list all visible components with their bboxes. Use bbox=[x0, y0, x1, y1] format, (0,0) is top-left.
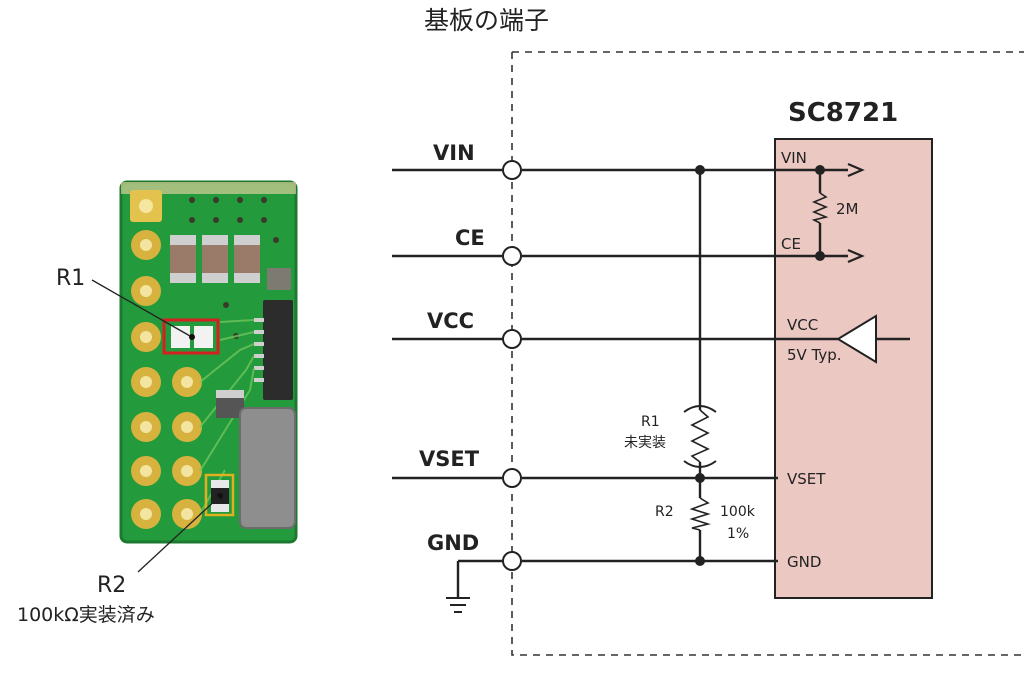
pad-column-left bbox=[130, 190, 162, 529]
terminal-label-ce: CE bbox=[455, 226, 485, 250]
arrow-vin bbox=[847, 162, 865, 178]
ic-package bbox=[254, 300, 293, 400]
pcb-photo: R1 R2 100kΩ実装済み bbox=[17, 180, 298, 626]
wires bbox=[392, 168, 910, 598]
terminal-vcc bbox=[502, 329, 522, 349]
terminal-gnd bbox=[502, 551, 522, 571]
r2-label: R2 bbox=[655, 504, 674, 520]
terminal-vin bbox=[502, 160, 522, 180]
pad-column-middle bbox=[172, 367, 202, 529]
r2-resistor bbox=[689, 497, 711, 531]
r2-tolerance: 1% bbox=[727, 526, 749, 542]
r1-note: 未実装 bbox=[624, 435, 666, 451]
resistor-2m-label: 2M bbox=[836, 200, 859, 218]
arrow-ce bbox=[847, 248, 865, 264]
r1-resistor bbox=[690, 409, 710, 463]
pin-label-vcc: VCC bbox=[787, 316, 818, 334]
traces bbox=[199, 319, 255, 515]
pin-label-vcc-note: 5V Typ. bbox=[787, 346, 842, 364]
r2-note: 100kΩ実装済み bbox=[17, 604, 155, 626]
terminal-label-vin: VIN bbox=[433, 141, 475, 165]
pin-label-vin: VIN bbox=[781, 149, 807, 167]
pin-label-vset: VSET bbox=[787, 470, 826, 488]
r1-label: R1 bbox=[641, 414, 660, 430]
terminal-ce bbox=[502, 246, 522, 266]
ground-icon bbox=[446, 597, 470, 613]
chip-name: SC8721 bbox=[788, 98, 898, 128]
r1-bracket-bottom bbox=[683, 460, 717, 468]
r1-bracket-top bbox=[683, 405, 717, 413]
junction-dots bbox=[695, 165, 825, 566]
capacitors bbox=[170, 235, 291, 290]
board-boundary bbox=[511, 51, 1024, 656]
r1-highlight bbox=[162, 318, 220, 355]
resistor-2m bbox=[811, 192, 829, 224]
r1-leader-line bbox=[91, 279, 191, 337]
terminal-circles bbox=[502, 160, 522, 571]
vcc-buffer-icon bbox=[836, 314, 877, 364]
terminal-label-vcc: VCC bbox=[427, 309, 474, 333]
r2-value: 100k bbox=[720, 504, 756, 520]
r2-callout: R2 bbox=[97, 573, 126, 598]
pin-label-gnd: GND bbox=[787, 553, 821, 571]
pcb-top-edge bbox=[121, 182, 296, 194]
r2-leader-line bbox=[137, 496, 220, 573]
terminal-vset bbox=[502, 468, 522, 488]
terminal-label-gnd: GND bbox=[427, 531, 479, 555]
board-label: 基板の端子 bbox=[424, 6, 549, 35]
r1-callout: R1 bbox=[56, 266, 85, 291]
pin-label-ce: CE bbox=[781, 235, 801, 253]
inductor bbox=[240, 408, 295, 528]
chip-body bbox=[774, 138, 933, 599]
r2-highlight bbox=[204, 473, 235, 517]
vias bbox=[189, 197, 279, 339]
terminal-label-vset: VSET bbox=[419, 447, 480, 471]
